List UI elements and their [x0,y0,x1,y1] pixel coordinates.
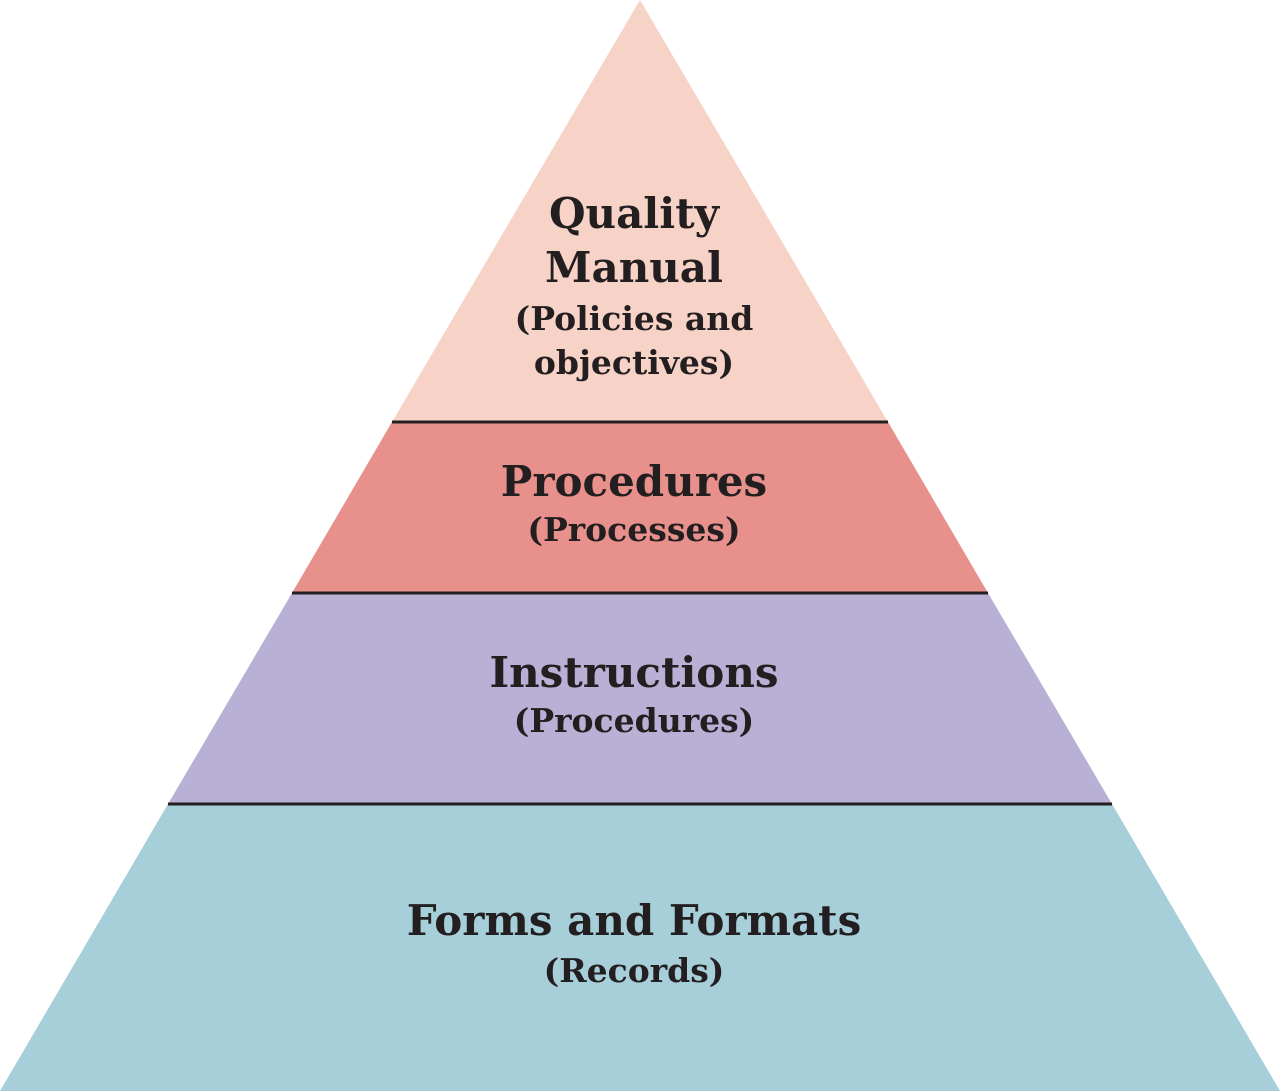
tier-forms-and-formats: Forms and Formats (Records) [0,804,1280,1091]
tier-procedures-title: Procedures [501,457,767,506]
tier-forms-and-formats-shape [0,804,1280,1091]
tier-forms-and-formats-title: Forms and Formats [407,896,861,945]
tier-quality-manual-subtitle-line-1: (Policies and [515,299,754,338]
tier-procedures-shape [292,422,988,593]
tier-instructions-subtitle: (Procedures) [514,701,755,740]
tier-instructions-title: Instructions [489,648,778,697]
tier-forms-and-formats-subtitle: (Records) [544,951,725,990]
tier-instructions: Instructions (Procedures) [168,593,1112,804]
tier-quality-manual-title-line-1: Quality [549,189,721,238]
tier-quality-manual-subtitle-line-2: objectives) [534,343,734,382]
tier-procedures: Procedures (Processes) [292,422,988,593]
tier-quality-manual-title-line-2: Manual [545,243,723,292]
tier-quality-manual-shape [392,0,888,422]
tier-procedures-subtitle: (Processes) [527,510,740,549]
tier-instructions-shape [168,593,1112,804]
tier-quality-manual: Quality Manual (Policies and objectives) [392,0,888,422]
